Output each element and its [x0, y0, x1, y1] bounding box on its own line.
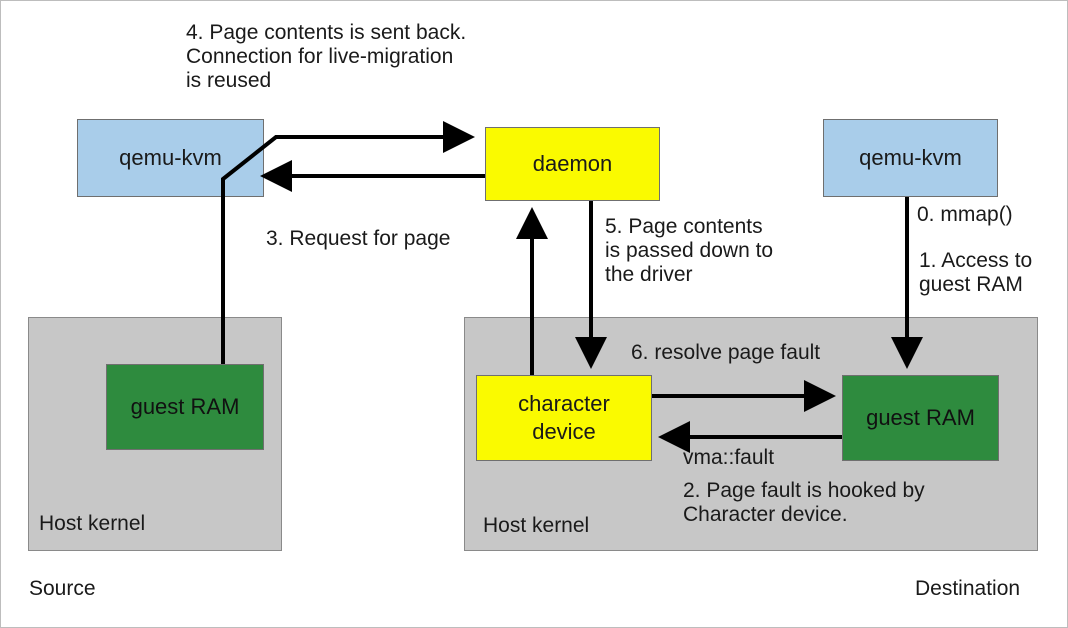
- character-device-label: character device: [518, 391, 610, 444]
- dest-qemu-kvm-label: qemu-kvm: [859, 145, 962, 170]
- step6-label: 6. resolve page fault: [631, 341, 821, 364]
- dest-guest-ram-label: guest RAM: [866, 405, 975, 430]
- step2-label: 2. Page fault is hooked by Character dev…: [683, 479, 925, 526]
- dest-host-kernel-label: Host kernel: [483, 514, 590, 537]
- step5-label: 5. Page contents is passed down to the d…: [605, 215, 774, 286]
- source-guest-ram-box: guest RAM: [106, 364, 264, 450]
- source-qemu-kvm-box: qemu-kvm: [77, 119, 264, 197]
- character-device-box: character device: [476, 375, 652, 461]
- source-label: Source: [29, 577, 96, 600]
- daemon-box: daemon: [485, 127, 660, 201]
- step4-label: 4. Page contents is sent back. Connectio…: [186, 21, 467, 92]
- source-guest-ram-label: guest RAM: [130, 394, 240, 419]
- daemon-label: daemon: [532, 151, 613, 176]
- step3-label: 3. Request for page: [266, 227, 451, 250]
- dest-qemu-kvm-box: qemu-kvm: [823, 119, 998, 197]
- vma-fault-label: vma::fault: [683, 446, 775, 469]
- step0-label: 0. mmap(): [917, 203, 1013, 226]
- source-host-kernel-label: Host kernel: [39, 512, 146, 535]
- source-qemu-kvm-label: qemu-kvm: [119, 145, 222, 170]
- dest-guest-ram-box: guest RAM: [842, 375, 999, 461]
- step1-label: 1. Access to guest RAM: [919, 249, 1033, 296]
- destination-label: Destination: [915, 577, 1021, 600]
